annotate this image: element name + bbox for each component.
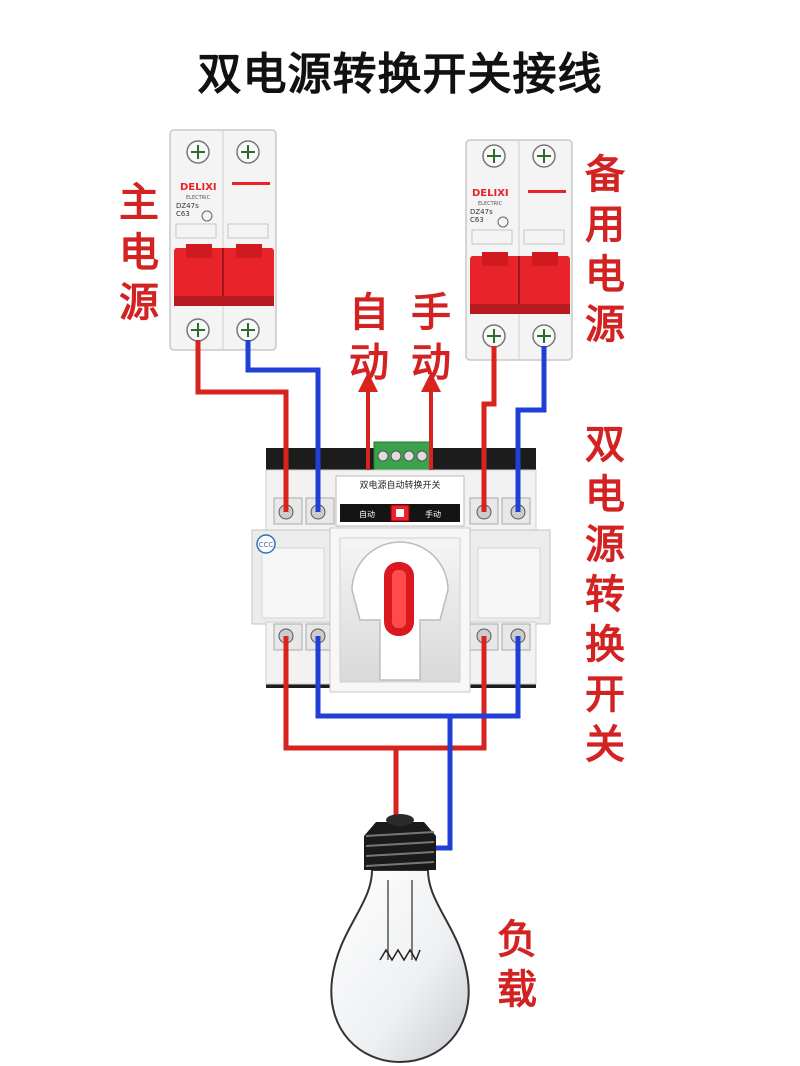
transfer-switch: 双电源自动转换开关 自动 手动 CCC — [251, 441, 551, 693]
main-breaker: DELIXI ELECTRIC DZ47s C63 — [169, 129, 277, 351]
manual-mode-label: 手动 — [425, 509, 441, 519]
svg-text:CCC: CCC — [259, 541, 274, 549]
switch-name: 双电源自动转换开关 — [359, 479, 440, 491]
manual-label: 手动 — [411, 290, 451, 386]
auto-mode-label: 自动 — [359, 509, 375, 519]
breaker-model: DZ47s — [470, 208, 493, 216]
breaker-brand: DELIXI — [472, 188, 509, 199]
breaker-rating: C63 — [470, 216, 484, 224]
breaker-brand: DELIXI — [180, 182, 217, 193]
breaker-model: DZ47s — [176, 202, 199, 210]
load-label: 负载 — [497, 917, 537, 1013]
breaker-sub: ELECTRIC — [186, 195, 211, 201]
light-bulb-icon — [330, 814, 470, 1064]
backup-power-label: 备用电源 — [585, 152, 625, 348]
page-title: 双电源转换开关接线 — [197, 49, 603, 100]
auto-label: 自动 — [349, 290, 389, 386]
breaker-rating: C63 — [176, 210, 190, 218]
transfer-switch-label: 双电源转换开关 — [585, 422, 625, 768]
certification-mark-icon — [256, 534, 276, 554]
backup-breaker: DELIXI ELECTRIC DZ47s C63 — [465, 139, 573, 361]
breaker-sub: ELECTRIC — [478, 201, 503, 207]
manual-arrow-icon — [421, 372, 441, 470]
wiring — [195, 340, 547, 851]
main-power-label: 主电源 — [119, 180, 159, 326]
auto-arrow-icon — [358, 372, 378, 470]
